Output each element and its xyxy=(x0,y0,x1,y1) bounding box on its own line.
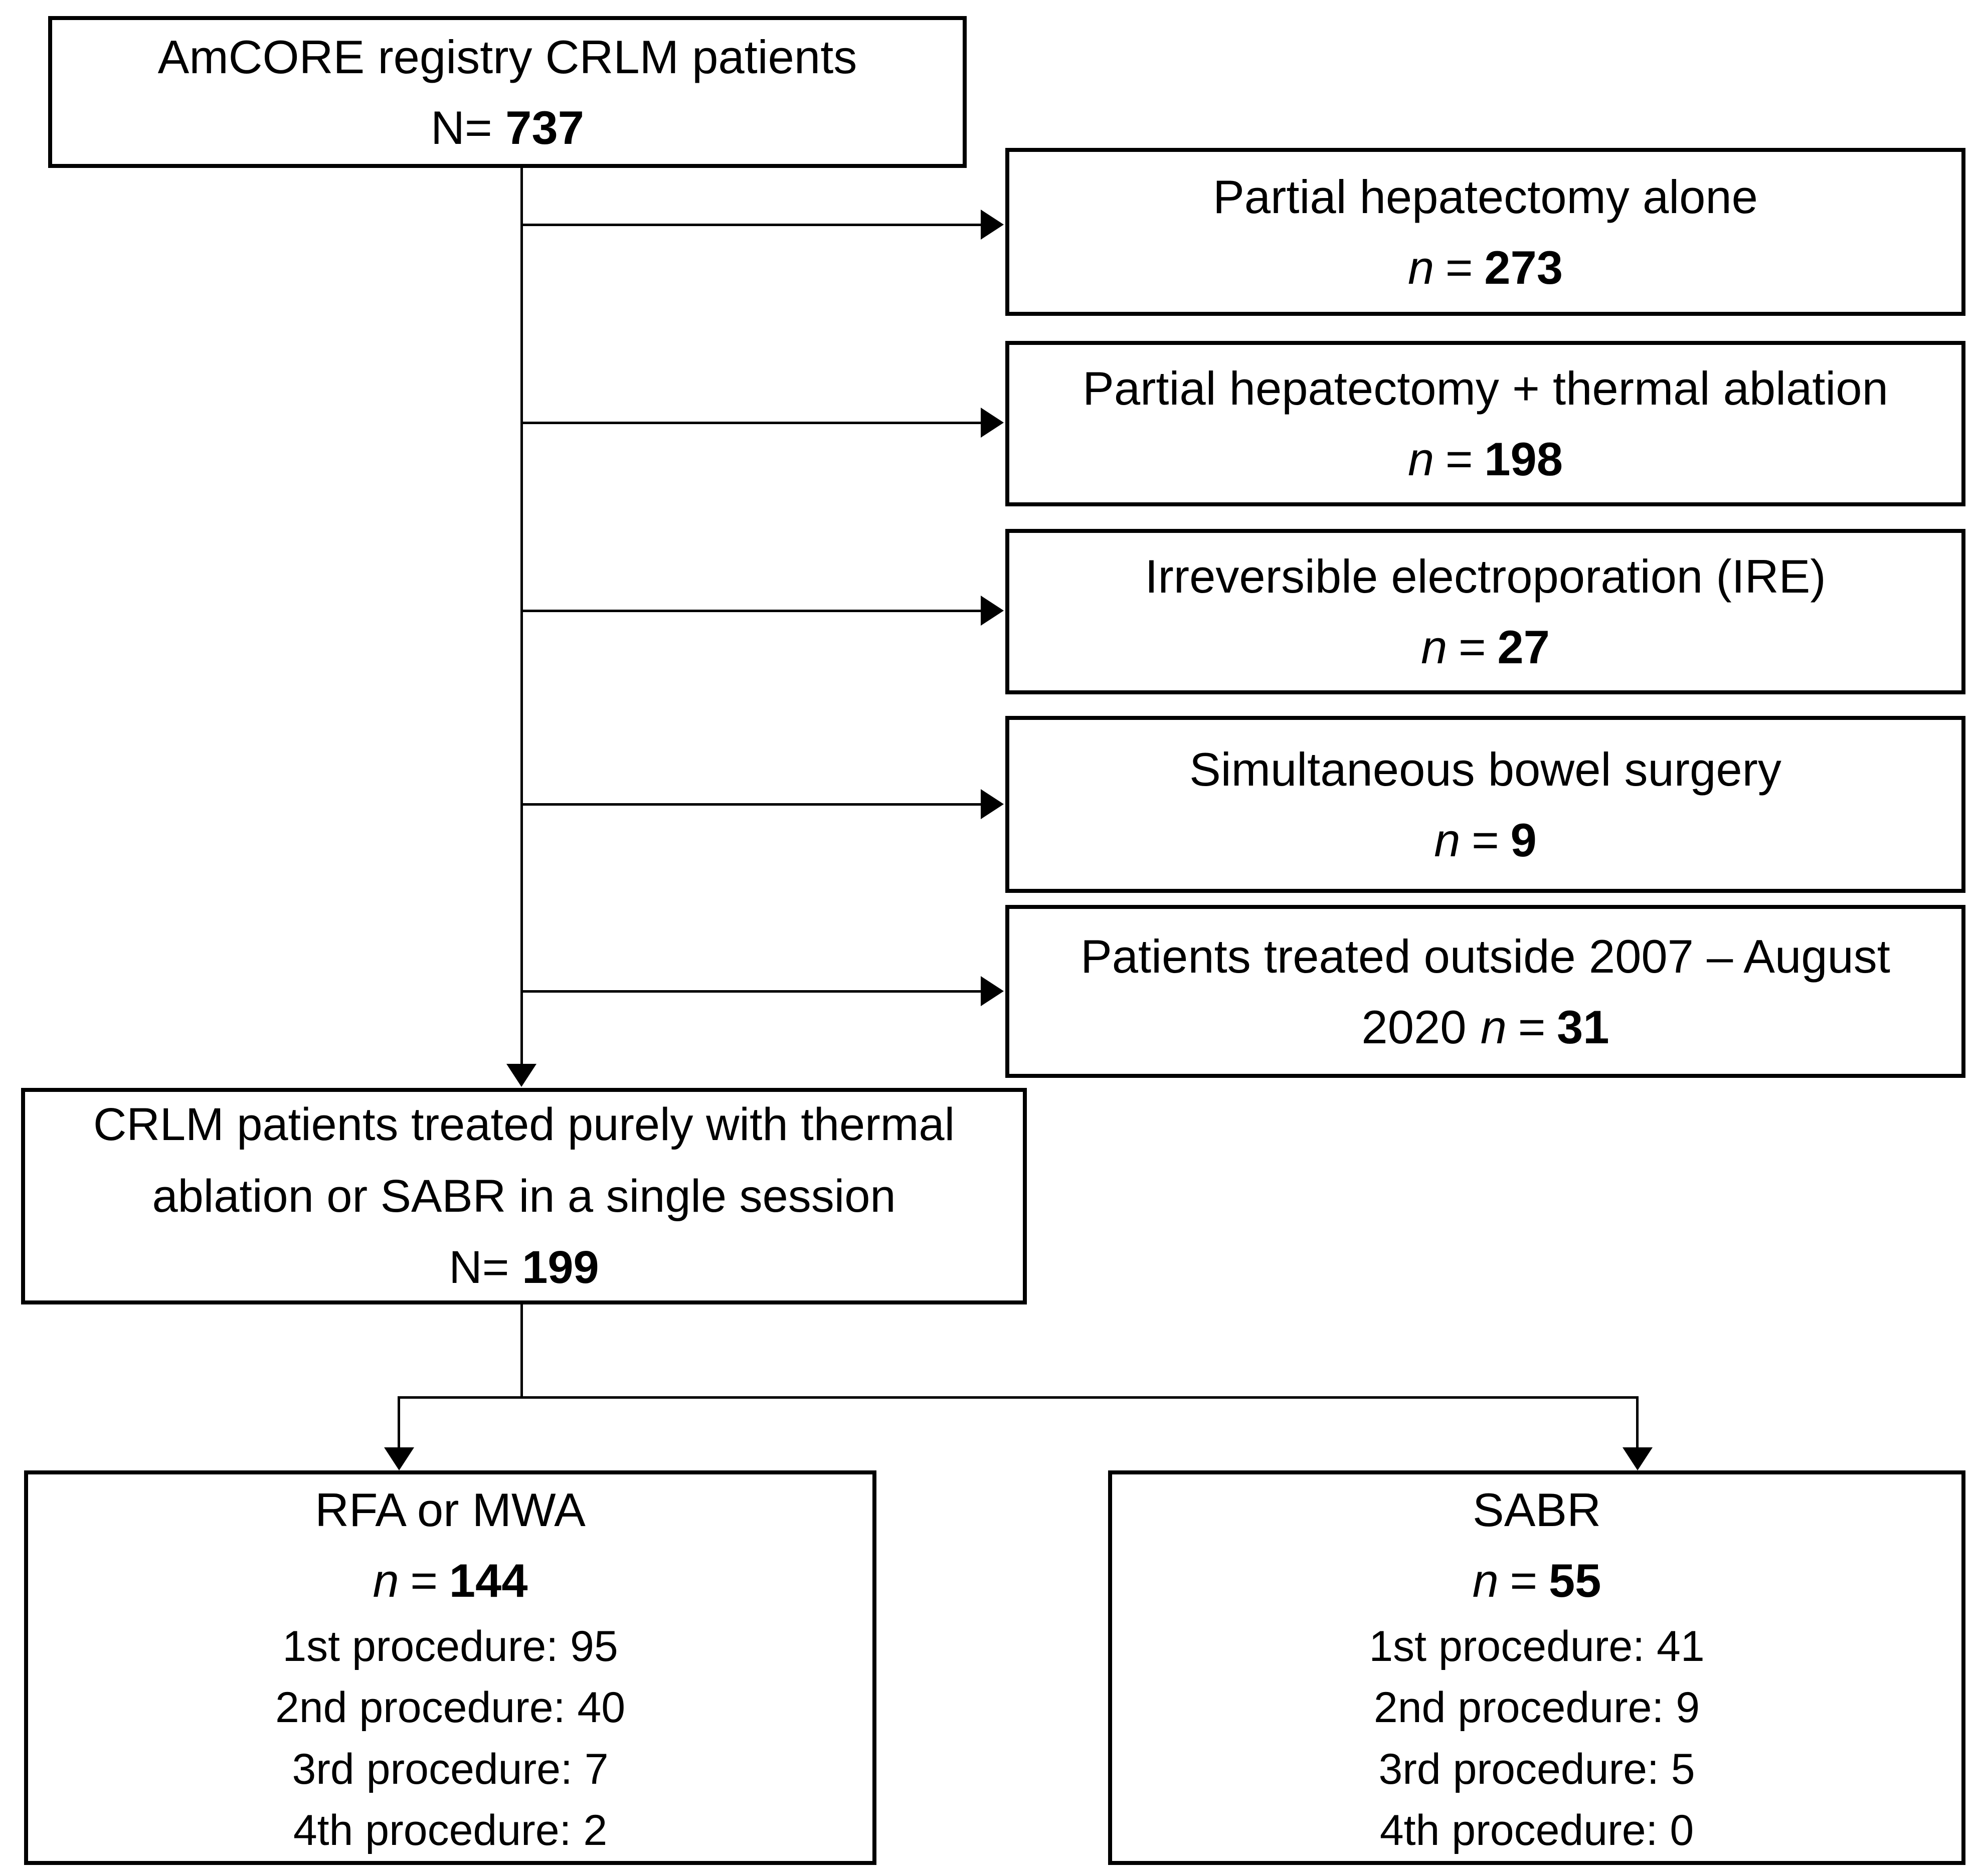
connector-split-horizontal xyxy=(398,1396,1639,1399)
included-box-line1: CRLM patients treated purely with therma… xyxy=(93,1099,955,1151)
exclusion-1-n: n=273 xyxy=(1407,241,1563,294)
arm-left-title: RFA or MWA xyxy=(315,1483,586,1537)
connector-branch-5 xyxy=(521,990,981,993)
exclusion-5-year: 2020 xyxy=(1361,1000,1467,1053)
arm-left-n: n=144 xyxy=(373,1554,528,1607)
source-box-n: N=737 xyxy=(431,92,584,163)
source-box: AmCORE registry CRLM patients N=737 xyxy=(48,16,967,168)
branch-2-arrowhead-icon xyxy=(981,408,1004,438)
connector-branch-2 xyxy=(521,422,981,424)
included-box-n: N= 199 xyxy=(449,1232,599,1303)
arm-right-procedure-3: 3rd procedure: 5 xyxy=(1378,1745,1695,1793)
arm-left-procedure-4: 4th procedure: 2 xyxy=(293,1806,608,1854)
included-box: CRLM patients treated purely with therma… xyxy=(21,1088,1027,1304)
arm-right-procedure-1: 1st procedure: 41 xyxy=(1369,1622,1705,1671)
exclusion-4-label: Simultaneous bowel surgery xyxy=(1189,742,1781,796)
connector-drop-left xyxy=(398,1396,400,1448)
exclusion-box-treated-outside-period: Patients treated outside 2007 – August 2… xyxy=(1005,905,1965,1078)
drop-left-arrowhead-icon xyxy=(384,1447,414,1470)
branch-5-arrowhead-icon xyxy=(981,976,1004,1006)
connector-trunk xyxy=(520,168,523,1065)
exclusion-box-irreversible-electroporation: Irreversible electroporation (IRE) n=27 xyxy=(1005,529,1965,694)
arm-left-procedure-1: 1st procedure: 95 xyxy=(282,1622,618,1671)
exclusion-5-label: Patients treated outside 2007 – August xyxy=(1081,929,1890,983)
arm-box-rfa-mwa: RFA or MWA n=144 1st procedure: 95 2nd p… xyxy=(24,1470,876,1865)
exclusion-4-n: n=9 xyxy=(1434,813,1537,866)
connector-branch-1 xyxy=(521,224,981,226)
arm-right-title: SABR xyxy=(1473,1483,1601,1537)
exclusion-box-partial-hepatectomy-alone: Partial hepatectomy alone n=273 xyxy=(1005,148,1965,316)
connector-branch-3 xyxy=(521,610,981,612)
exclusion-2-n: n=198 xyxy=(1407,433,1563,485)
included-n-prefix: N= xyxy=(449,1242,509,1293)
drop-right-arrowhead-icon xyxy=(1623,1447,1653,1470)
included-box-line2: ablation or SABR in a single session xyxy=(152,1170,896,1222)
connector-branch-4 xyxy=(521,803,981,806)
exclusion-box-partial-hepatectomy-thermal-ablation: Partial hepatectomy + thermal ablation n… xyxy=(1005,341,1965,506)
connector-split-stem xyxy=(520,1304,523,1398)
arm-right-n: n=55 xyxy=(1472,1554,1601,1607)
arm-right-procedure-2: 2nd procedure: 9 xyxy=(1373,1683,1700,1732)
source-box-title: AmCORE registry CRLM patients xyxy=(157,30,857,83)
exclusion-2-label: Partial hepatectomy + thermal ablation xyxy=(1083,362,1888,415)
included-n-value: 199 xyxy=(522,1242,599,1293)
arm-right-procedure-4: 4th procedure: 0 xyxy=(1379,1806,1694,1854)
trunk-arrowhead-down-icon xyxy=(506,1064,536,1087)
source-n-prefix: N= xyxy=(431,101,492,154)
branch-1-arrowhead-icon xyxy=(981,210,1004,240)
branch-4-arrowhead-icon xyxy=(981,789,1004,819)
exclusion-3-label: Irreversible electroporation (IRE) xyxy=(1145,550,1826,603)
exclusion-box-simultaneous-bowel-surgery: Simultaneous bowel surgery n=9 xyxy=(1005,716,1965,893)
exclusion-1-label: Partial hepatectomy alone xyxy=(1213,170,1758,223)
exclusion-3-n: n=27 xyxy=(1421,621,1550,673)
branch-3-arrowhead-icon xyxy=(981,596,1004,626)
source-n-value: 737 xyxy=(505,101,584,154)
arm-box-sabr: SABR n=55 1st procedure: 41 2nd procedur… xyxy=(1108,1470,1965,1865)
connector-drop-right xyxy=(1636,1396,1639,1448)
arm-left-procedure-3: 3rd procedure: 7 xyxy=(292,1745,609,1793)
arm-left-procedure-2: 2nd procedure: 40 xyxy=(275,1683,626,1732)
